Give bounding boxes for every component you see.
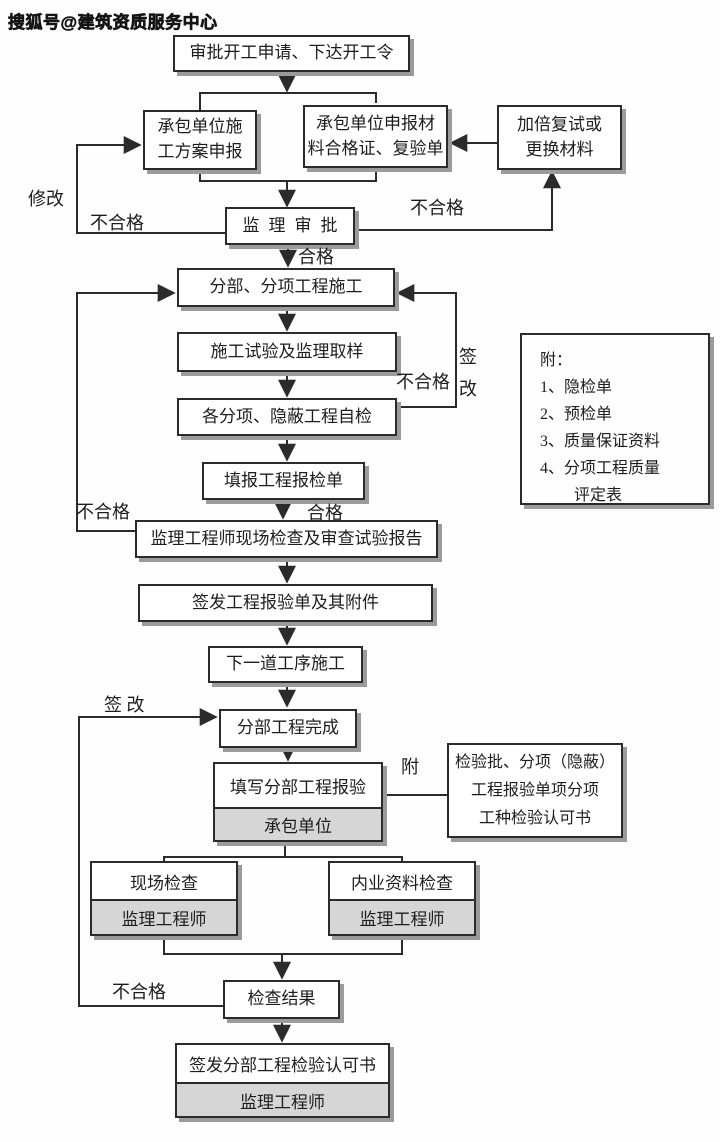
edge-label-fail-self-inspection: 不合格 [396,372,450,392]
site-inspection-role: 监理工程师 [92,899,236,934]
flow-box-office-inspection: 内业资料检查 监理工程师 [328,861,476,936]
edge-label-modify: 修改 [28,189,64,209]
note-line: 评定表 [574,487,623,504]
flow-box-contractor-materials: 承包单位申报材 料合格证、复验单 [303,105,448,168]
note-line: 3、质量保证资料 [540,433,661,450]
loop-modify [76,136,225,234]
office-inspection-role: 监理工程师 [330,899,474,934]
flow-box-retest: 加倍复试或 更换材料 [497,105,622,170]
attachment-note: 附： 1、隐检单 2、预检单 3、质量保证资料 4、分项工程质量 评定表 [520,333,710,505]
edge-label-fail-site-check: 不合格 [76,502,130,522]
fill-subproject-report-label: 填写分部工程报验 [230,778,366,797]
note-line: 1、隐检单 [540,379,613,396]
edge-label-pass-review: 合格 [298,247,334,267]
flow-box-issue-inspection-form: 签发工程报验单及其附件 [138,584,433,622]
site-inspection-label: 现场检查 [130,873,198,893]
merge-bar-bottom [163,936,403,955]
note-line: 4、分项工程质量 [540,460,661,477]
contractor-unit-role: 承包单位 [215,807,381,840]
loop-sign-change-right [396,284,457,408]
edge-label-sign-change-vertical: 签 改 [459,347,477,400]
loop-fail-left [76,284,176,532]
edge-label-fail-review-left: 不合格 [90,213,144,233]
flow-box-approve-start: 审批开工申请、下达开工令 [173,35,410,72]
note-line: 2、预检单 [540,406,613,423]
watermark: 搜狐号@建筑资质服务中心 [8,13,218,33]
flow-box-self-inspection: 各分项、隐蔽工程自检 [177,398,397,436]
flow-box-site-inspection: 现场检查 监理工程师 [90,861,238,936]
issue-certificate-role: 监理工程师 [177,1082,388,1116]
edge-label-fail-check-result: 不合格 [112,982,166,1002]
note-line: 附： [540,352,573,369]
loop-fail-to-retest [355,170,561,231]
flow-box-contractor-plan: 承包单位施 工方案申报 [143,110,257,170]
split-bar-bottom [163,843,403,861]
flow-box-site-check-report: 监理工程师现场检查及审查试验报告 [135,520,438,558]
flow-box-supervisor-review: 监理审批 [225,207,355,245]
issue-certificate-label: 签发分部工程检验认可书 [189,1056,376,1075]
split-bar-top [199,92,377,110]
flow-box-subproject-complete: 分部工程完成 [219,709,357,748]
edge-label-sign-change-bottom: 签 改 [104,695,145,715]
flow-box-fill-inspection-form: 填报工程报检单 [202,462,365,500]
edge-label-pass-fill-form: 合格 [307,503,343,523]
flow-box-test-sampling: 施工试验及监理取样 [177,332,397,372]
flow-box-fill-subproject-report: 填写分部工程报验 承包单位 [213,762,383,842]
flow-box-next-process: 下一道工序施工 [208,646,363,683]
loop-sign-change-bottom [78,708,223,1007]
edge-label-attach: 附 [401,757,419,777]
edge-label-fail-review-right: 不合格 [410,198,464,218]
flow-box-subdivision-construction: 分部、分项工程施工 [177,268,395,307]
flow-box-attachment-ref: 检验批、分项（隐蔽） 工程报验单项分项 工种检验认可书 [447,743,623,838]
flow-box-issue-certificate: 签发分部工程检验认可书 监理工程师 [175,1043,390,1118]
office-inspection-label: 内业资料检查 [351,873,453,893]
flow-box-check-result: 检查结果 [223,980,340,1019]
